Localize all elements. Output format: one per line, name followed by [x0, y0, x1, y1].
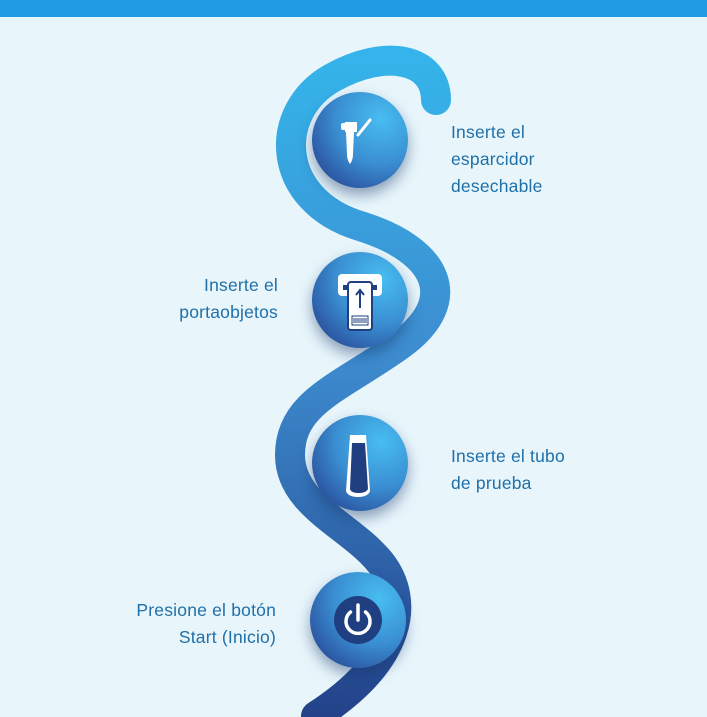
step-circle-spreader — [312, 92, 408, 188]
ribbon-path — [274, 45, 451, 717]
step-4-line-1: Presione el botón — [136, 600, 276, 620]
step-1-line-2: esparcidor — [451, 149, 535, 169]
step-1-line-3: desechable — [451, 176, 543, 196]
step-circle-tube — [312, 415, 408, 511]
step-3-line-2: de prueba — [451, 473, 532, 493]
step-2-line-2: portaobjetos — [179, 302, 278, 322]
step-4-line-2: Start (Inicio) — [178, 627, 276, 647]
slide-insert-icon — [312, 252, 408, 348]
step-1-label: Inserte el esparcidor desechable — [451, 119, 543, 200]
step-3-label: Inserte el tubo de prueba — [451, 443, 565, 497]
test-tube-icon — [312, 415, 408, 511]
step-4-label: Presione el botón Start (Inicio) — [90, 597, 276, 651]
power-icon — [310, 572, 406, 668]
step-2-label: Inserte el portaobjetos — [150, 272, 278, 326]
step-3-line-1: Inserte el tubo — [451, 446, 565, 466]
step-circle-slide — [312, 252, 408, 348]
top-accent-bar — [0, 0, 707, 17]
spreader-icon — [312, 92, 408, 188]
step-1-line-1: Inserte el — [451, 122, 525, 142]
step-2-line-1: Inserte el — [204, 275, 278, 295]
step-circle-power — [310, 572, 406, 668]
